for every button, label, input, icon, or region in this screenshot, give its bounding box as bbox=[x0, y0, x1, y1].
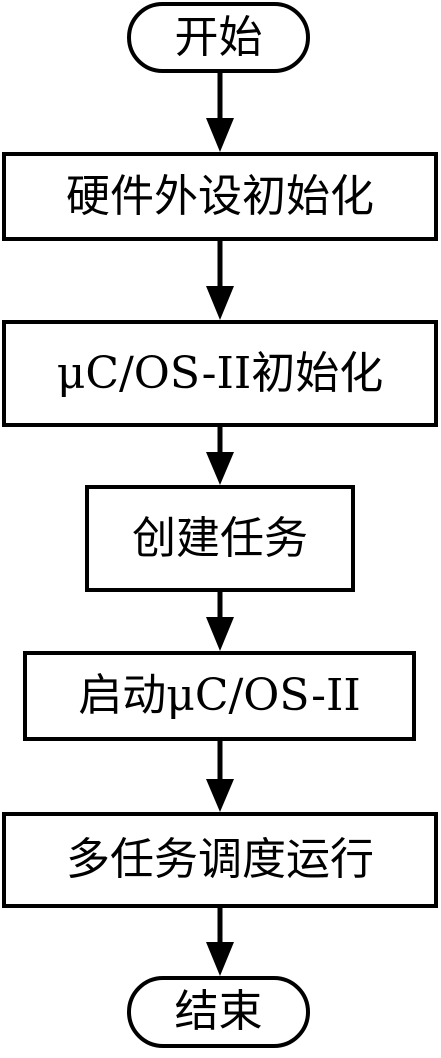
hardware-init-step: 硬件外设初始化 bbox=[2, 152, 438, 241]
arrow-start-os-to-multitask bbox=[206, 741, 234, 812]
create-task-label: 创建任务 bbox=[132, 512, 308, 564]
arrow-start-to-hw-init bbox=[206, 73, 234, 152]
create-task-step: 创建任务 bbox=[85, 485, 355, 592]
arrow-create-task-to-start-os bbox=[206, 592, 234, 651]
start-label: 开始 bbox=[174, 11, 263, 63]
start-terminal: 开始 bbox=[127, 2, 310, 73]
arrow-hw-init-to-os-init bbox=[206, 241, 234, 320]
end-terminal: 结束 bbox=[127, 976, 310, 1048]
os-init-label: μC/OS-II初始化 bbox=[56, 347, 384, 399]
end-label: 结束 bbox=[174, 986, 263, 1037]
os-init-step: μC/OS-II初始化 bbox=[2, 320, 438, 427]
arrow-multitask-to-end bbox=[206, 908, 234, 976]
hardware-init-label: 硬件外设初始化 bbox=[66, 170, 374, 222]
multitask-label: 多任务调度运行 bbox=[66, 834, 374, 885]
start-os-label: 启动μC/OS-II bbox=[78, 670, 361, 721]
multitask-step: 多任务调度运行 bbox=[2, 812, 438, 908]
arrow-os-init-to-create-task bbox=[206, 427, 234, 485]
start-os-step: 启动μC/OS-II bbox=[23, 651, 416, 741]
